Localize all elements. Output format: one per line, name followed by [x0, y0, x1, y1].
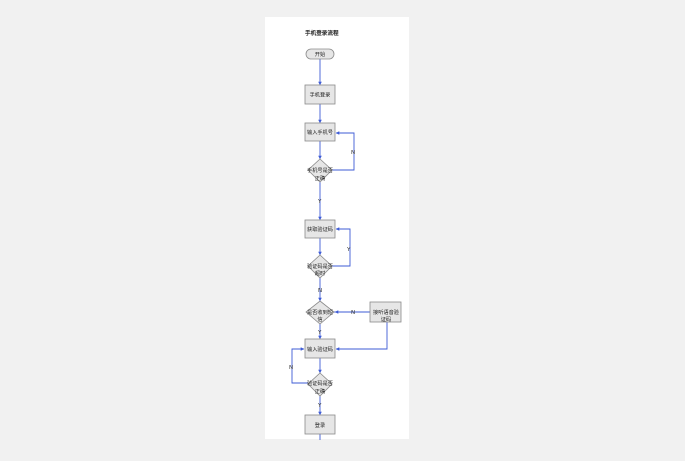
connectors: [291, 59, 388, 440]
label-sms-no: N: [351, 310, 355, 316]
input-code-label: 输入验证码: [307, 345, 333, 353]
get-code-label: 获取验证码: [307, 225, 333, 233]
nodes: [304, 48, 402, 435]
input-phone-label: 输入手机号: [307, 128, 333, 136]
phone-correct-decision: [307, 158, 333, 183]
start-terminator: [305, 48, 335, 60]
voice-code-box: [369, 301, 402, 323]
label-code-no: N: [289, 365, 293, 371]
code-expired-label-2: 超时: [315, 269, 325, 277]
input-phone-box: [304, 122, 336, 142]
phone-login-box: [304, 84, 336, 105]
input-code-box: [304, 338, 336, 359]
node-labels: 开始 手机登录 输入手机号 手机号是否 正确 获取验证码 验证码是否 超时 是否…: [307, 50, 400, 429]
label-expired-no: N: [318, 288, 322, 294]
received-sms-decision: [305, 300, 335, 325]
received-sms-label-2: 信: [317, 315, 322, 323]
edge-labels: N Y Y N N Y N Y: [289, 150, 355, 409]
code-expired-decision: [307, 254, 333, 279]
get-code-box: [304, 219, 336, 239]
received-sms-label-1: 是否收到短: [307, 308, 333, 316]
code-correct-label-2: 正确: [315, 387, 325, 395]
edge-phone-incorrect-loop: [332, 131, 355, 171]
phone-login-label: 手机登录: [310, 91, 331, 99]
edge-code-incorrect-loop: [291, 347, 308, 384]
voice-code-label-1: 接听语音验: [373, 308, 400, 316]
code-expired-label-1: 验证码是否: [307, 262, 333, 270]
edge-code-expired-loop: [332, 227, 351, 267]
voice-code-label-2: 证码: [381, 315, 391, 323]
code-correct-decision: [307, 372, 333, 397]
label-expired-yes: Y: [346, 247, 351, 253]
label-phone-yes: Y: [317, 199, 322, 205]
label-sms-yes: Y: [317, 330, 322, 336]
phone-correct-label-1: 手机号是否: [307, 166, 333, 174]
diagram-title: 手机登录流程: [305, 31, 339, 37]
phone-correct-label-2: 正确: [315, 174, 325, 182]
code-correct-label-1: 验证码是否: [307, 379, 333, 387]
login-label: 登录: [315, 421, 325, 429]
label-phone-no: N: [351, 150, 355, 156]
label-code-yes: Y: [317, 403, 322, 409]
edge-voice-to-input-code: [335, 322, 388, 351]
start-label: 开始: [315, 50, 326, 58]
login-box: [304, 414, 336, 435]
